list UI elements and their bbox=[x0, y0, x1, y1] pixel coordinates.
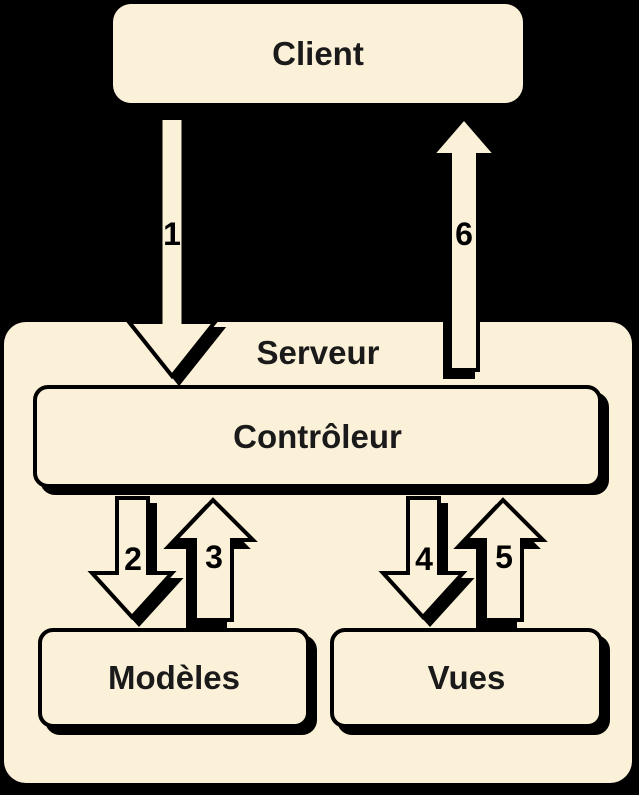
arrow-3-label: 3 bbox=[205, 539, 223, 575]
arrow-5-label: 5 bbox=[495, 539, 513, 575]
arrow-1-label: 1 bbox=[163, 216, 181, 252]
arrow-6-shape bbox=[427, 114, 501, 372]
arrow-3-up-icon bbox=[163, 497, 258, 629]
node-controleur: Contrôleur bbox=[33, 385, 602, 488]
arrow-4-label: 4 bbox=[415, 541, 433, 577]
arrow-5-shape bbox=[460, 497, 548, 622]
node-client-label: Client bbox=[272, 34, 364, 72]
arrow-6-up-icon bbox=[422, 114, 501, 379]
arrow-4-shape bbox=[378, 496, 468, 620]
node-vues-label: Vues bbox=[427, 659, 506, 696]
node-client: Client bbox=[113, 4, 523, 103]
arrow-6-label: 6 bbox=[455, 216, 473, 252]
arrow-5-up-icon bbox=[453, 497, 548, 629]
node-controleur-label: Contrôleur bbox=[233, 417, 402, 455]
node-serveur-label: Serveur bbox=[256, 334, 380, 371]
node-vues: Vues bbox=[330, 628, 603, 728]
arrow-1-down-icon bbox=[124, 116, 227, 387]
arrow-2-down-icon bbox=[87, 496, 184, 627]
arrow-3-shape bbox=[170, 497, 258, 622]
arrow-1-shape bbox=[124, 116, 220, 380]
node-modeles-label: Modèles bbox=[107, 659, 241, 696]
arrow-4-down-icon bbox=[378, 496, 475, 627]
node-modeles: Modèles bbox=[38, 628, 310, 728]
arrow-2-shape bbox=[87, 496, 177, 620]
arrow-2-label: 2 bbox=[124, 541, 142, 577]
